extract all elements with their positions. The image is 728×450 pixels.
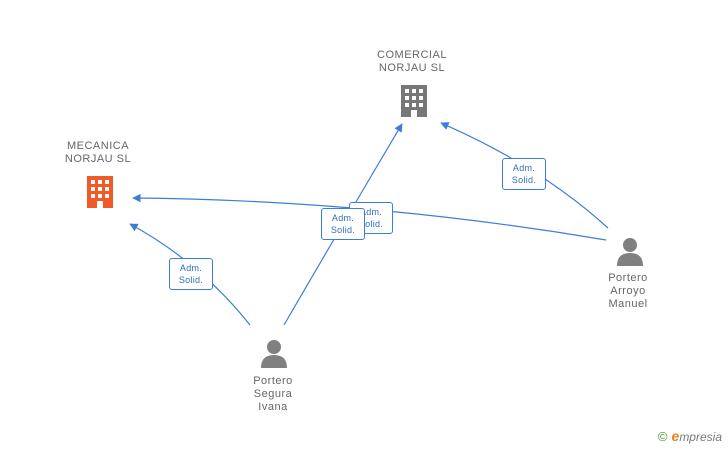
badge-line1: Adm. xyxy=(179,263,203,273)
copyright-icon: © xyxy=(657,429,668,444)
person-label-segura: Portero Segura Ivana xyxy=(223,375,323,414)
company-label-mecanica: MECANICA NORJAU SL xyxy=(48,140,148,166)
badge-line2: Solid. xyxy=(511,175,537,185)
relation-badge-arroyo-mecanica[interactable]: Adm. Solid. xyxy=(349,202,393,234)
person-name-line3: Manuel xyxy=(608,298,648,310)
building-icon[interactable] xyxy=(399,83,429,119)
person-name-line1: Portero xyxy=(253,375,293,387)
person-label-arroyo: Portero Arroyo Manuel xyxy=(578,272,678,311)
person-name-line2: Segura xyxy=(253,388,293,400)
person-name-line2: Arroyo xyxy=(610,285,646,297)
company-name-line2: NORJAU SL xyxy=(64,153,132,165)
company-name-line1: MECANICA xyxy=(66,140,130,152)
person-icon[interactable] xyxy=(615,236,645,266)
company-label-comercial: COMERCIAL NORJAU SL xyxy=(362,49,462,75)
building-icon[interactable] xyxy=(85,174,115,210)
brand-logo-initial: e xyxy=(671,428,680,444)
company-name-line2: NORJAU SL xyxy=(378,62,446,74)
relation-badge-segura-comercial[interactable]: Adm. Solid. xyxy=(321,208,365,240)
company-name-line1: COMERCIAL xyxy=(377,49,447,61)
badge-line2: Solid. xyxy=(178,275,204,285)
person-name-line3: Ivana xyxy=(258,401,288,413)
relation-badge-arroyo-comercial[interactable]: Adm. Solid. xyxy=(502,158,546,190)
brand-footer: ©empresia xyxy=(658,428,722,444)
badge-line1: Adm. xyxy=(331,213,355,223)
person-icon[interactable] xyxy=(259,338,289,368)
relation-badge-segura-mecanica[interactable]: Adm. Solid. xyxy=(169,258,213,290)
brand-logo-text: mpresia xyxy=(679,430,722,444)
person-name-line1: Portero xyxy=(608,272,648,284)
badge-line2: Solid. xyxy=(330,225,356,235)
badge-line1: Adm. xyxy=(512,163,536,173)
badge-line2: Solid. xyxy=(358,219,384,229)
badge-line1: Adm. xyxy=(359,207,383,217)
